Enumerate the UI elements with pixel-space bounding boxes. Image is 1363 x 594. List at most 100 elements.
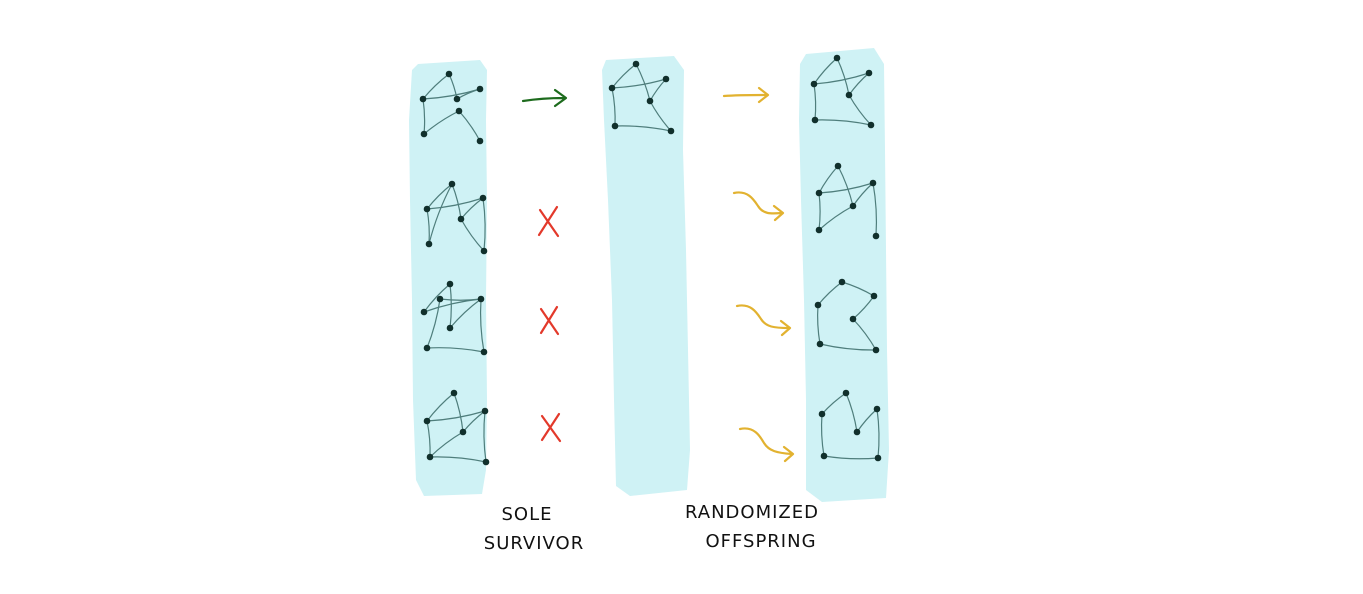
route-edge — [429, 431, 464, 458]
route-edge — [814, 119, 872, 126]
selected-band — [602, 56, 690, 496]
route-node — [869, 179, 877, 187]
arrow-right-icon — [722, 86, 770, 104]
route-node — [814, 301, 822, 309]
route-node — [476, 137, 484, 145]
generation-graph-2 — [423, 180, 488, 255]
offspring-label-line-2: OFFSPRING — [705, 531, 816, 552]
offspring-arrow-2 — [732, 191, 785, 222]
route-node — [425, 240, 433, 248]
route-node — [811, 116, 819, 124]
route-edge — [837, 165, 854, 207]
route-node — [873, 405, 881, 413]
route-edge — [818, 205, 854, 231]
generation-graph-3 — [420, 280, 488, 356]
offspring-graph-1 — [810, 54, 875, 129]
route-node — [420, 308, 428, 316]
route-node — [815, 226, 823, 234]
generation-band — [409, 60, 487, 496]
generation-graph-4 — [423, 389, 490, 466]
route-node — [476, 85, 484, 93]
route-edge — [422, 88, 481, 100]
route-edge — [611, 78, 667, 89]
offspring-graph-2 — [815, 162, 880, 240]
route-edge — [429, 456, 487, 463]
route-node — [838, 278, 846, 286]
route-edge — [813, 72, 870, 85]
route-edge — [423, 110, 460, 135]
route-edge — [426, 298, 441, 349]
route-edge — [635, 63, 651, 102]
route-node — [845, 91, 853, 99]
route-node — [419, 95, 427, 103]
route-node — [816, 340, 824, 348]
route-node — [833, 54, 841, 62]
route-node — [849, 315, 857, 323]
route-node — [810, 80, 818, 88]
route-node — [874, 454, 882, 462]
route-node — [446, 324, 454, 332]
route-node — [872, 232, 880, 240]
route-edge — [872, 182, 878, 237]
eliminated-mark-3 — [540, 412, 562, 443]
route-node — [426, 453, 434, 461]
route-node — [815, 189, 823, 197]
route-node — [459, 428, 467, 436]
route-node — [608, 84, 616, 92]
route-node — [423, 205, 431, 213]
route-node — [450, 389, 458, 397]
offspring-arrow-3 — [735, 304, 792, 337]
route-node — [453, 95, 461, 103]
route-node — [632, 60, 640, 68]
route-edge — [876, 408, 880, 459]
route-edge — [449, 283, 452, 329]
route-node — [423, 344, 431, 352]
route-node — [480, 348, 488, 356]
route-edge — [460, 218, 485, 252]
survivor-label-line-2: SURVIVOR — [484, 533, 584, 554]
route-edge — [479, 298, 485, 353]
route-node — [667, 127, 675, 135]
squiggle-arrow-icon — [738, 427, 795, 463]
x-mark-icon — [539, 305, 560, 336]
route-edge — [423, 298, 482, 313]
route-node — [477, 295, 485, 303]
arrow-right-icon — [521, 88, 568, 108]
route-edge — [426, 347, 485, 353]
route-node — [457, 215, 465, 223]
offspring-graph-3 — [814, 278, 880, 354]
route-node — [446, 280, 454, 288]
route-node — [662, 75, 670, 83]
offspring-graph-4 — [818, 389, 882, 462]
offspring-arrow-4 — [738, 427, 795, 463]
route-node — [482, 458, 490, 466]
route-edge — [819, 343, 877, 351]
route-node — [872, 346, 880, 354]
route-node — [853, 428, 861, 436]
route-edge — [823, 455, 879, 460]
route-node — [834, 162, 842, 170]
route-node — [842, 389, 850, 397]
squiggle-arrow-icon — [735, 304, 792, 337]
route-node — [849, 202, 857, 210]
keep-arrow — [521, 88, 568, 108]
route-node — [448, 180, 456, 188]
route-node — [867, 121, 875, 129]
route-node — [820, 452, 828, 460]
route-node — [818, 410, 826, 418]
route-node — [420, 130, 428, 138]
route-node — [870, 292, 878, 300]
route-edge — [482, 197, 486, 252]
route-node — [481, 407, 489, 415]
route-edge — [614, 125, 672, 132]
offspring-arrow-1 — [722, 86, 770, 104]
generation-graph-1 — [419, 70, 484, 145]
route-edge — [453, 392, 464, 433]
route-edge — [426, 197, 484, 210]
x-mark-icon — [540, 412, 562, 443]
route-edge — [845, 392, 858, 433]
route-node — [436, 295, 444, 303]
offspring-label-line-1: RANDOMIZED — [685, 502, 819, 523]
offspring-band — [799, 48, 889, 502]
